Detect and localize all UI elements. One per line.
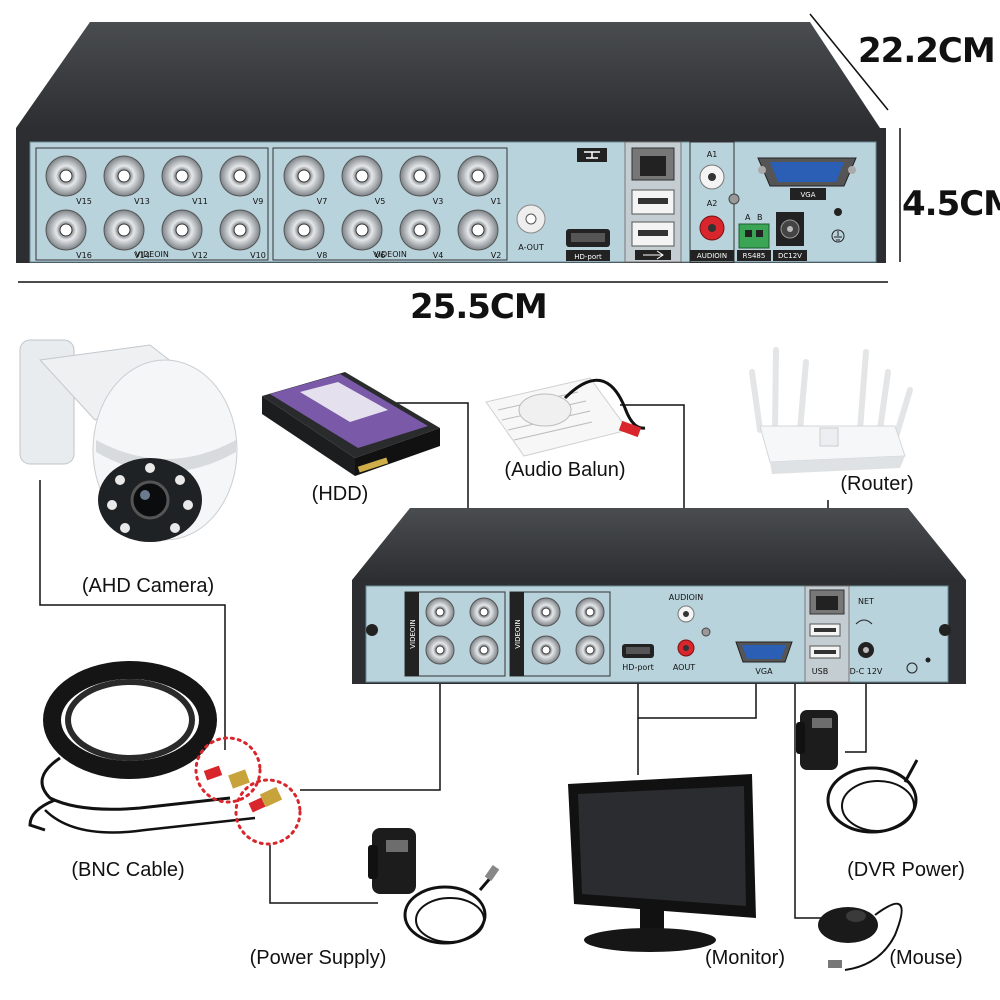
dimension-lines: 22.2CM 4.5CM 25.5CM [18, 13, 1000, 327]
dvr-power-image [796, 710, 919, 834]
bnc-port-label: V2 [491, 251, 502, 260]
bnc-port-pin [479, 645, 489, 655]
bnc-port-pin [59, 223, 73, 237]
bnc-cable-image [28, 661, 302, 846]
bottom-videoin-left: VIDEOIN [409, 619, 417, 648]
top-b-label: B [757, 213, 763, 222]
top-aout-label: A-OUT [518, 243, 544, 252]
bnc-port-pin [233, 223, 247, 237]
bnc-port-pin [355, 169, 369, 183]
top-rs485-label: RS485 [743, 252, 766, 260]
power-supply-label: (Power Supply) [250, 947, 387, 969]
ahd-camera-label: (AHD Camera) [82, 575, 214, 597]
top-videoin-right: VIDEOIN [373, 250, 407, 259]
bottom-dvr: VIDEOIN VIDEOIN AUDIOIN AOUT HD-port VGA… [352, 508, 966, 684]
top-hdport-label: HD-port [574, 253, 602, 261]
ahd-camera-image [19, 339, 238, 542]
bnc-port-label: V8 [317, 251, 328, 260]
bnc-port-label: V16 [76, 251, 92, 260]
bnc-port-label: V5 [375, 197, 386, 206]
top-dc12v-label: DC12V [778, 252, 802, 260]
bnc-port-pin [541, 607, 551, 617]
bottom-hdport-label: HD-port [622, 663, 653, 672]
bnc-port-pin [175, 169, 189, 183]
audio-balun-image [485, 377, 646, 457]
dvr-power-label: (DVR Power) [847, 859, 965, 881]
router-label: (Router) [840, 473, 913, 495]
bnc-port-pin [413, 223, 427, 237]
bnc-port-label: V13 [134, 197, 150, 206]
bnc-port-label: V15 [76, 197, 92, 206]
bnc-port-label: V14 [134, 251, 150, 260]
top-a-label: A [745, 213, 751, 222]
top-a2-label: A2 [707, 199, 718, 208]
bottom-usb-label: USB [812, 667, 828, 676]
monitor-image [568, 774, 756, 952]
bnc-port-label: V12 [192, 251, 208, 260]
bnc-port-pin [471, 223, 485, 237]
bnc-port-pin [413, 169, 427, 183]
bnc-port-label: V1 [491, 197, 502, 206]
height-dimension: 4.5CM [902, 184, 1000, 224]
top-audioin-label: AUDIOIN [697, 252, 727, 260]
bnc-port-pin [233, 169, 247, 183]
bnc-port-label: V9 [253, 197, 264, 206]
width-dimension: 25.5CM [410, 287, 547, 327]
bnc-port-pin [117, 223, 131, 237]
bottom-vga-label: VGA [755, 667, 773, 676]
bnc-port-pin [479, 607, 489, 617]
bnc-port-pin [297, 223, 311, 237]
top-a1-label: A1 [707, 150, 718, 159]
monitor-label: (Monitor) [705, 947, 785, 969]
bnc-port-pin [585, 607, 595, 617]
bottom-bnc-ports [425, 597, 605, 665]
audio-balun-label: (Audio Balun) [504, 459, 625, 481]
bnc-port-label: V3 [433, 197, 444, 206]
bottom-dc12v-label: D-C 12V [850, 667, 883, 676]
bnc-port-label: V7 [317, 197, 328, 206]
top-videoin-left: VIDEOIN [135, 250, 169, 259]
bnc-port-pin [59, 169, 73, 183]
bottom-videoin-right: VIDEOIN [514, 619, 522, 648]
power-supply-image [368, 828, 500, 945]
bnc-port-label: V4 [433, 251, 444, 260]
depth-dimension: 22.2CM [858, 31, 995, 71]
hdd-image [262, 372, 440, 476]
bottom-aout-label: AOUT [673, 663, 695, 672]
bnc-cable-label: (BNC Cable) [71, 859, 184, 881]
bnc-port-label: V6 [375, 251, 386, 260]
bnc-port-label: V11 [192, 197, 208, 206]
bnc-port-pin [585, 645, 595, 655]
hdd-label: (HDD) [312, 483, 369, 505]
bnc-port-pin [297, 169, 311, 183]
bottom-audioin-label: AUDIOIN [669, 593, 704, 602]
bnc-port-label: V10 [250, 251, 266, 260]
bnc-port-pin [471, 169, 485, 183]
bnc-port-pin [541, 645, 551, 655]
top-vga-label: VGA [800, 191, 815, 199]
mouse-label: (Mouse) [889, 947, 962, 969]
bnc-port-pin [117, 169, 131, 183]
bottom-net-label: NET [858, 597, 874, 606]
router-image [749, 347, 913, 474]
bnc-port-pin [435, 645, 445, 655]
mouse-image [818, 902, 903, 971]
bnc-port-pin [175, 223, 189, 237]
bnc-port-pin [435, 607, 445, 617]
bnc-port-pin [355, 223, 369, 237]
